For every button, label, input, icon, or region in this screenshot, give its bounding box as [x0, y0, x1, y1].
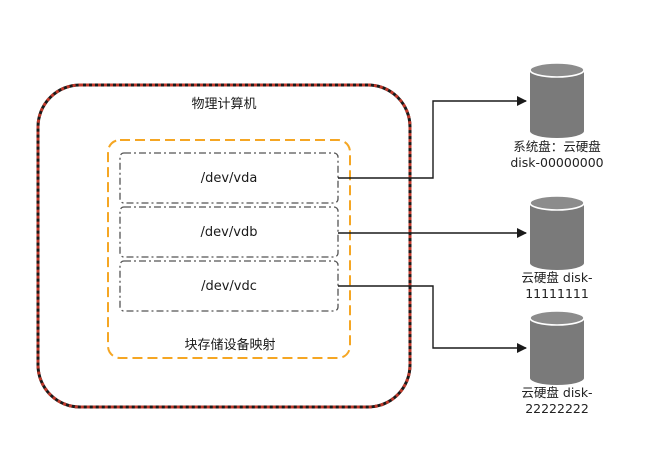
device-label-vdc: /dev/vdc — [201, 279, 257, 294]
block-storage-mapping-box — [107, 139, 351, 359]
device-label-vda: /dev/vda — [200, 171, 258, 186]
device-box-vda — [119, 152, 339, 204]
cloud-disk-2-label-line2: 22222222 — [525, 401, 589, 416]
connector-vdc-to-disk-2 — [338, 285, 527, 353]
cloud-disk-1-label-line2: 11111111 — [525, 286, 589, 301]
system-disk-icon — [529, 62, 585, 138]
device-box-vdc — [119, 260, 339, 312]
connector-vda-to-system-disk — [338, 96, 527, 179]
cloud-disk-1-icon — [529, 195, 585, 270]
physical-machine-title: 物理计算机 — [191, 97, 257, 112]
block-storage-mapping-title: 块存储设备映射 — [184, 338, 276, 353]
cloud-disk-2-label-line1: 云硬盘 disk- — [521, 385, 593, 400]
device-label-vdb: /dev/vdb — [200, 225, 258, 240]
device-box-vdb — [119, 206, 339, 258]
cloud-disk-2-icon — [529, 310, 585, 385]
system-disk-label-line1: 系统盘：云硬盘 — [513, 139, 601, 154]
cloud-disk-1-label-line1: 云硬盘 disk- — [521, 270, 593, 285]
system-disk-label-line2: disk-00000000 — [510, 155, 604, 170]
